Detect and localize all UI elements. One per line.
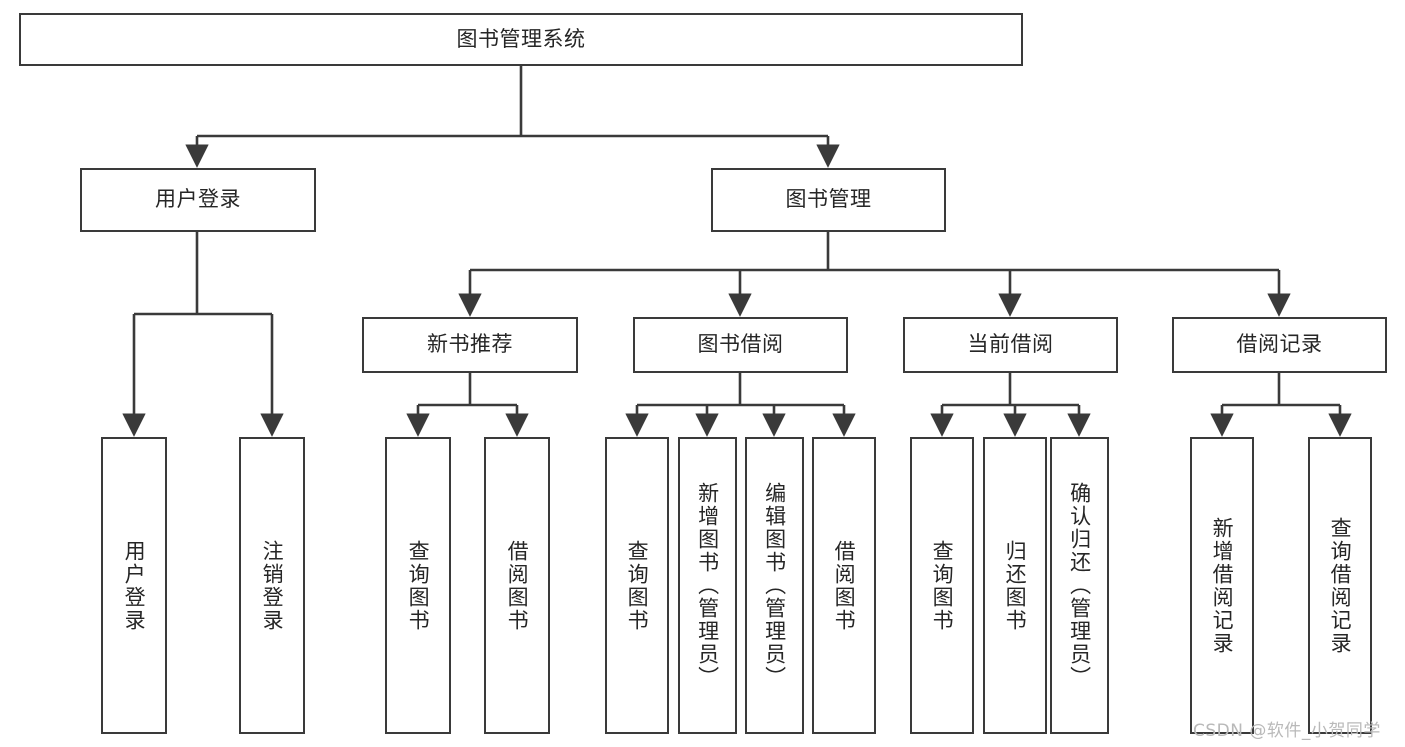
node-leaf-query-book-rec-label: 查询图书 [406, 539, 431, 632]
node-borrow-record[interactable]: 借阅记录 [1172, 317, 1387, 373]
node-leaf-borrow-book-rec-label: 借阅图书 [505, 539, 530, 632]
node-user-login[interactable]: 用户登录 [80, 168, 316, 232]
node-leaf-borrow-book-label: 借阅图书 [832, 539, 857, 632]
node-leaf-user-login-label: 用户登录 [122, 539, 147, 632]
node-book-manage-label: 图书管理 [785, 187, 872, 212]
node-current-borrow[interactable]: 当前借阅 [903, 317, 1118, 373]
node-leaf-confirm-return[interactable]: 确认归还（管理员） [1050, 437, 1109, 734]
node-leaf-user-login[interactable]: 用户登录 [101, 437, 167, 734]
node-leaf-query-book-cur-label: 查询图书 [930, 539, 955, 632]
node-leaf-query-book-borrow-label: 查询图书 [625, 539, 650, 632]
node-leaf-add-record-label: 新增借阅记录 [1210, 516, 1235, 655]
node-leaf-return-book[interactable]: 归还图书 [983, 437, 1047, 734]
node-book-borrow[interactable]: 图书借阅 [633, 317, 848, 373]
node-new-book-recommend-label: 新书推荐 [427, 332, 513, 357]
node-leaf-edit-book-label: 编辑图书（管理员） [762, 482, 787, 689]
node-leaf-logout-label: 注销登录 [260, 539, 285, 632]
csdn-watermark: CSDN @软件_小贺同学 [1193, 721, 1381, 741]
node-leaf-borrow-book-rec[interactable]: 借阅图书 [484, 437, 550, 734]
node-leaf-add-book[interactable]: 新增图书（管理员） [678, 437, 737, 734]
node-leaf-add-record[interactable]: 新增借阅记录 [1190, 437, 1254, 734]
node-leaf-query-book-borrow[interactable]: 查询图书 [605, 437, 669, 734]
node-current-borrow-label: 当前借阅 [967, 332, 1054, 357]
node-book-manage[interactable]: 图书管理 [711, 168, 946, 232]
node-leaf-query-record[interactable]: 查询借阅记录 [1308, 437, 1372, 734]
node-leaf-query-book-rec[interactable]: 查询图书 [385, 437, 451, 734]
node-user-login-label: 用户登录 [155, 187, 241, 212]
node-leaf-edit-book[interactable]: 编辑图书（管理员） [745, 437, 804, 734]
node-leaf-add-book-label: 新增图书（管理员） [695, 482, 720, 689]
node-leaf-confirm-return-label: 确认归还（管理员） [1067, 482, 1092, 689]
node-leaf-return-book-label: 归还图书 [1003, 539, 1028, 632]
node-leaf-query-record-label: 查询借阅记录 [1328, 516, 1353, 655]
node-root-label: 图书管理系统 [456, 26, 586, 51]
node-borrow-record-label: 借阅记录 [1236, 332, 1323, 357]
node-leaf-borrow-book[interactable]: 借阅图书 [812, 437, 876, 734]
node-new-book-recommend[interactable]: 新书推荐 [362, 317, 578, 373]
node-leaf-query-book-cur[interactable]: 查询图书 [910, 437, 974, 734]
node-leaf-logout[interactable]: 注销登录 [239, 437, 305, 734]
node-book-borrow-label: 图书借阅 [697, 332, 784, 357]
node-root[interactable]: 图书管理系统 [19, 13, 1023, 66]
